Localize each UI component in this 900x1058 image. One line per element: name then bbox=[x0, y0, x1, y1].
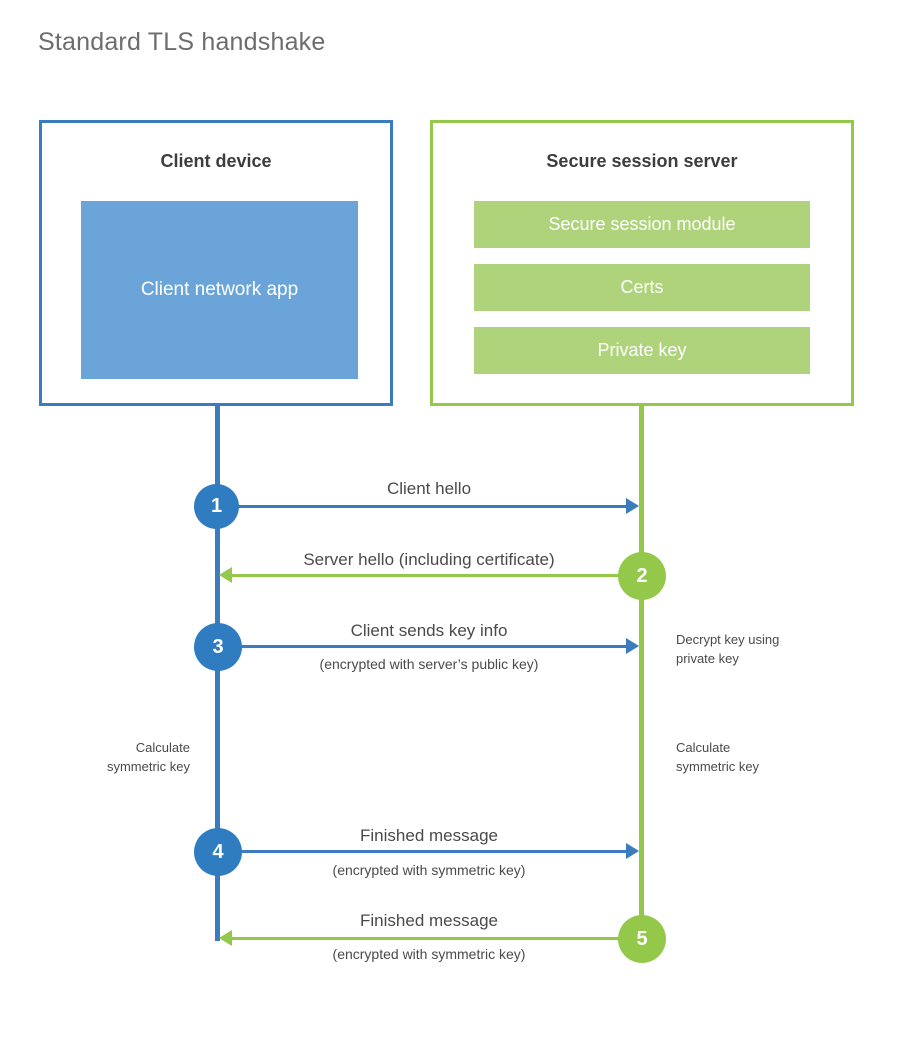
step-1-arrow-head-right-icon bbox=[626, 498, 639, 514]
step-1-label: Client hello bbox=[386, 479, 472, 498]
secure-session-server-box: Secure session server Secure session mod… bbox=[430, 120, 854, 406]
secure-session-server-title: Secure session server bbox=[546, 151, 738, 171]
client-device-title: Client device bbox=[160, 151, 272, 171]
step-marker-3: 3 bbox=[194, 623, 242, 671]
step-4-label: Finished message bbox=[360, 826, 498, 845]
step-4-sublabel: (encrypted with symmetric key) bbox=[332, 862, 526, 878]
step-5-label: Finished message bbox=[360, 911, 498, 930]
server-block-certs: Certs bbox=[474, 264, 810, 311]
server-lifeline bbox=[639, 403, 644, 941]
step-marker-5: 5 bbox=[618, 915, 666, 963]
step-2-arrow-line bbox=[232, 574, 626, 577]
note-server-calculate-symmetric-key: Calculate symmetric key bbox=[676, 740, 760, 774]
step-5-arrow-head-left-icon bbox=[219, 930, 232, 946]
step-3-sublabel: (encrypted with server’s public key) bbox=[319, 656, 539, 672]
step-3-arrow-head-right-icon bbox=[626, 638, 639, 654]
step-marker-4: 4 bbox=[194, 828, 242, 876]
step-4-arrow-head-right-icon bbox=[626, 843, 639, 859]
note-client-calculate-symmetric-key: Calculate symmetric key bbox=[106, 740, 190, 774]
client-device-box: Client device Client network app bbox=[39, 120, 393, 406]
step-2-arrow-head-left-icon bbox=[219, 567, 232, 583]
step-3-label: Client sends key info bbox=[350, 621, 508, 640]
step-1-arrow-line bbox=[232, 505, 626, 508]
step-4-arrow-line bbox=[235, 850, 626, 853]
step-5-sublabel: (encrypted with symmetric key) bbox=[332, 946, 526, 962]
step-marker-2: 2 bbox=[618, 552, 666, 600]
page-title: Standard TLS handshake bbox=[38, 28, 326, 56]
client-network-app-block: Client network app bbox=[81, 201, 358, 379]
step-marker-1: 1 bbox=[194, 484, 239, 529]
step-2-label: Server hello (including certificate) bbox=[303, 550, 555, 569]
server-block-private-key: Private key bbox=[474, 327, 810, 374]
step-5-arrow-line bbox=[232, 937, 626, 940]
note-server-decrypt-key: Decrypt key using private key bbox=[676, 632, 780, 666]
client-lifeline bbox=[215, 403, 220, 941]
step-3-arrow-line bbox=[235, 645, 626, 648]
server-block-secure-session-module: Secure session module bbox=[474, 201, 810, 248]
